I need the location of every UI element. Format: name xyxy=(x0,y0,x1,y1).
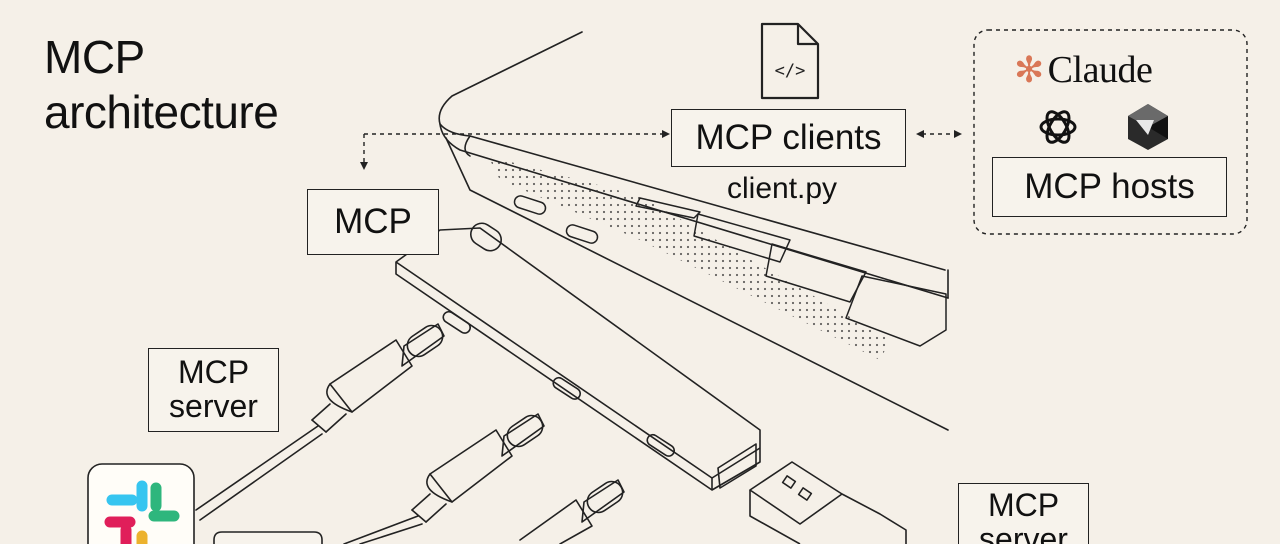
arrowheads xyxy=(360,130,962,170)
usb-a-plug xyxy=(749,461,907,544)
title-line-1: MCP xyxy=(44,31,145,83)
mcp-server-box-right: MCP server xyxy=(958,483,1089,544)
keyboard-keys xyxy=(635,197,947,347)
server-left-line2: server xyxy=(169,388,258,424)
cursor-icon xyxy=(1128,104,1168,150)
dashed-connectors xyxy=(363,29,1248,235)
partial-app-tile xyxy=(213,531,323,544)
mcp-server-box-left: MCP server xyxy=(148,348,279,432)
server-right-line2: server xyxy=(979,520,1068,544)
claude-star-icon: ✻ xyxy=(1014,49,1044,91)
laptop xyxy=(438,31,949,431)
code-file-glyph: </> xyxy=(775,61,806,81)
speaker-grille xyxy=(488,156,890,360)
mcp-hub-label: MCP xyxy=(334,202,412,241)
diagram-title: MCP architecture xyxy=(44,30,279,140)
client-filename: client.py xyxy=(727,172,838,205)
code-file-icon xyxy=(760,22,820,100)
usb-c-cables xyxy=(195,323,625,544)
claude-wordmark: Claude xyxy=(1047,49,1153,91)
claude-logo: ✻ Claude xyxy=(1014,48,1153,92)
title-line-2: architecture xyxy=(44,86,279,139)
usb-hub xyxy=(395,222,761,491)
mcp-hub-box: MCP xyxy=(307,189,439,255)
mcp-clients-box: MCP clients xyxy=(671,109,906,167)
slack-icon xyxy=(104,480,180,544)
laptop-ports xyxy=(513,195,599,244)
mcp-clients-label: MCP clients xyxy=(695,118,882,157)
server-left-line1: MCP xyxy=(177,354,250,391)
mcp-hosts-label: MCP hosts xyxy=(1024,167,1195,206)
openai-icon xyxy=(1039,110,1077,144)
mcp-hosts-box: MCP hosts xyxy=(992,157,1227,217)
server-right-line1: MCP xyxy=(987,487,1060,523)
